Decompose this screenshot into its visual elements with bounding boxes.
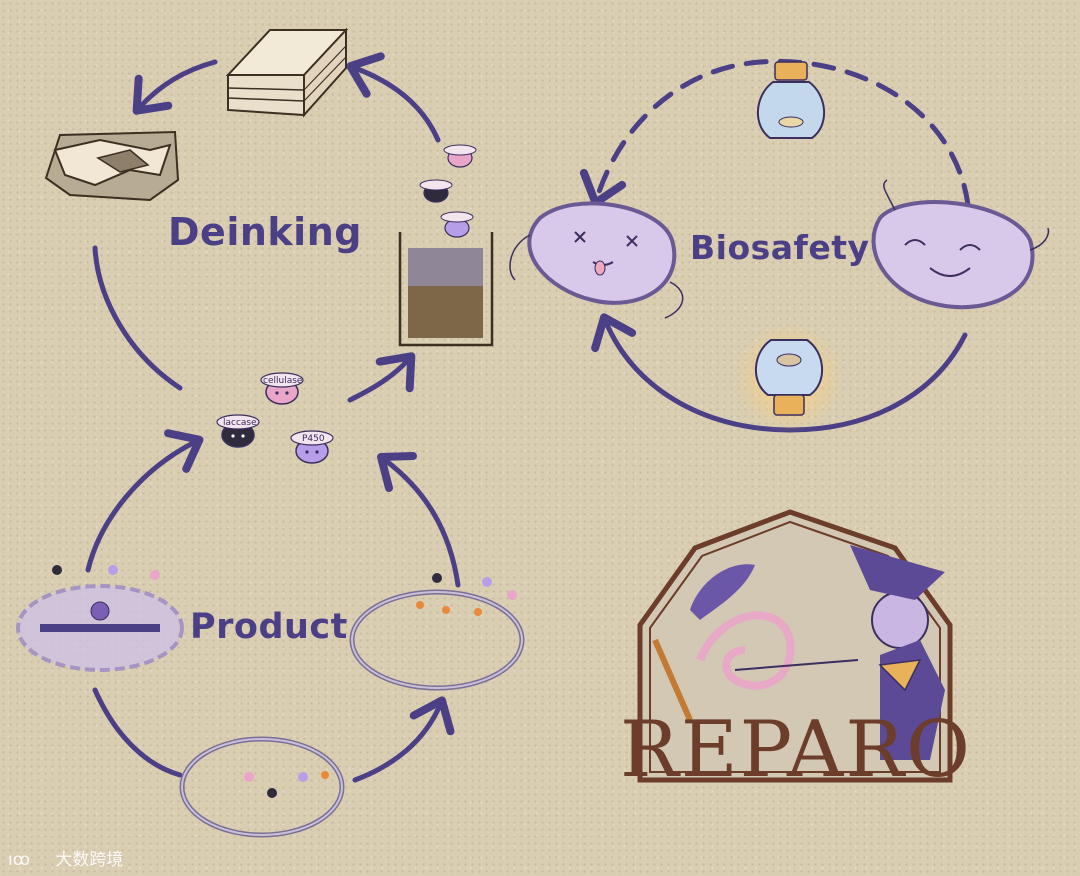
arrow-stack-to-pulp (132, 59, 218, 115)
arrow-enzymes-to-beaker (347, 352, 416, 403)
laccase-character (216, 414, 260, 448)
arrow-pulp-down (92, 245, 183, 391)
cellulase-character (260, 372, 304, 405)
plasmid-product-left (16, 565, 184, 672)
paper-stack-icon (225, 27, 349, 118)
reparo-logo-text: REPARO (620, 705, 972, 795)
plasmid-product-right (349, 573, 525, 691)
enzyme-group-beaker (419, 144, 477, 238)
arrow-up-right (377, 452, 461, 588)
arrow-bottom-right (352, 696, 455, 783)
enzyme-trio-center (216, 372, 334, 464)
p450-label: P450 (302, 434, 325, 444)
deinking-cycle-arrows (92, 52, 441, 403)
watermark: ıꝏ 大数跨境 (8, 845, 123, 870)
product-cycle-arrows (85, 429, 461, 783)
deinking-label: Deinking (168, 210, 362, 254)
arrow-up-left (85, 429, 204, 573)
beaker-icon (398, 232, 494, 347)
enzyme-labels: cellulase laccase P450 (223, 376, 325, 444)
arrow-beaker-to-stack (346, 52, 441, 143)
laccase-label: laccase (223, 418, 257, 428)
reparo-logo-badge (637, 509, 953, 783)
cellulase-label: cellulase (263, 376, 303, 386)
watermark-text: 大数跨境 (55, 850, 124, 870)
happy-bacterium-icon (871, 179, 1050, 310)
biosafety-label: Biosafety (690, 228, 870, 267)
plasmid-product-bottom (179, 736, 345, 838)
arrow-down-left (92, 687, 183, 778)
product-label: Product (190, 607, 348, 647)
arrow-dashed-top (579, 58, 971, 208)
waste-pulp-icon (44, 130, 180, 202)
lightbulb-off-icon (756, 61, 826, 139)
lightbulb-on-icon (734, 323, 844, 433)
p450-character (290, 430, 334, 464)
watermark-logo-icon: ıꝏ (8, 850, 31, 870)
dead-bacterium-icon (509, 201, 684, 319)
